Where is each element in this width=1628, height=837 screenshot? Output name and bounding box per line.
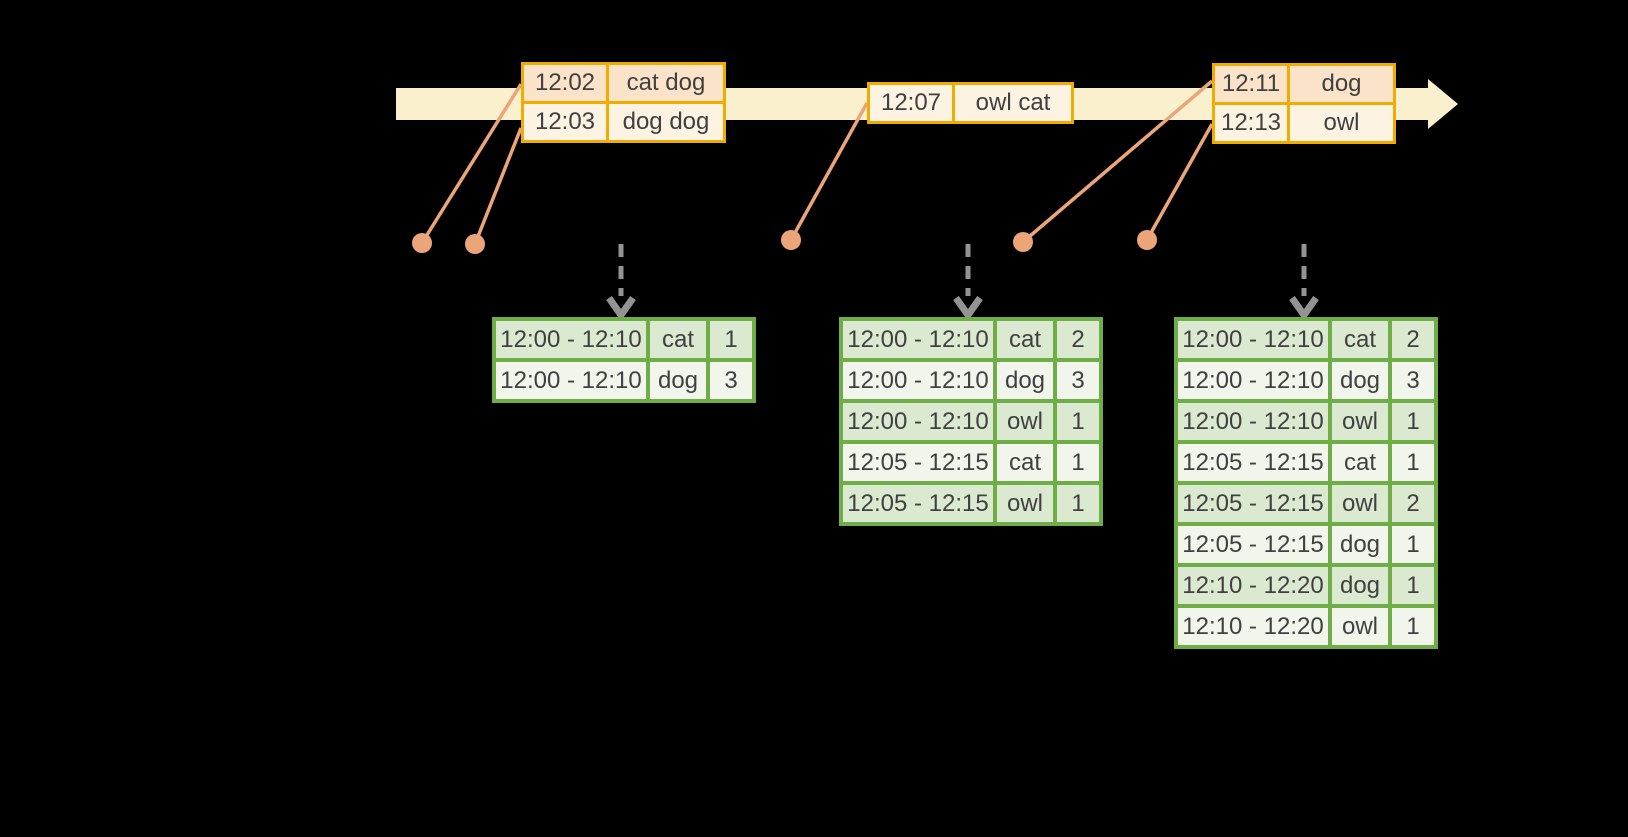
event-table-2: 12:07 owl cat [867, 82, 1074, 124]
count-cell: 1 [1388, 563, 1438, 608]
table-row: 12:13 owl [1212, 102, 1396, 144]
count-cell: 1 [1053, 481, 1103, 526]
window-cell: 12:05 - 12:15 [1174, 481, 1332, 526]
timeline-arrow-head-icon [1428, 79, 1458, 129]
word-cell: cat [646, 317, 710, 362]
count-cell: 1 [1388, 522, 1438, 567]
count-cell: 1 [1053, 440, 1103, 485]
window-cell: 12:05 - 12:15 [839, 481, 997, 526]
arrow-down-icon [953, 295, 983, 322]
table-row: 12:05 - 12:15 owl 1 [839, 481, 1103, 526]
word-cell: owl [1328, 604, 1392, 649]
window-cell: 12:00 - 12:10 [1174, 317, 1332, 362]
event-words-cell: dog [1287, 63, 1396, 105]
word-cell: owl [1328, 481, 1392, 526]
word-cell: dog [993, 358, 1057, 403]
count-cell: 3 [1053, 358, 1103, 403]
table-row: 12:10 - 12:20 dog 1 [1174, 563, 1438, 608]
event-dot [1013, 232, 1033, 252]
event-table-3: 12:11 dog 12:13 owl [1212, 63, 1396, 144]
window-cell: 12:00 - 12:10 [1174, 358, 1332, 403]
word-cell: cat [993, 440, 1057, 485]
word-cell: owl [1328, 399, 1392, 444]
table-row: 12:05 - 12:15 dog 1 [1174, 522, 1438, 567]
word-cell: dog [1328, 563, 1392, 608]
word-cell: owl [993, 481, 1057, 526]
table-row: 12:00 - 12:10 dog 3 [1174, 358, 1438, 403]
table-row: 12:05 - 12:15 owl 2 [1174, 481, 1438, 526]
event-connector-line [1021, 79, 1214, 244]
word-cell: dog [646, 358, 710, 403]
event-dot [465, 234, 485, 254]
table-row: 12:11 dog [1212, 63, 1396, 105]
event-connector-line [789, 102, 869, 241]
trigger-arrow [953, 244, 983, 322]
count-cell: 2 [1388, 317, 1438, 362]
event-time-cell: 12:07 [867, 82, 955, 124]
event-time-cell: 12:13 [1212, 102, 1290, 144]
table-row: 12:05 - 12:15 cat 1 [1174, 440, 1438, 485]
event-dot [1137, 230, 1157, 250]
trigger-arrow [1289, 244, 1319, 322]
window-cell: 12:00 - 12:10 [839, 358, 997, 403]
table-row: 12:10 - 12:20 owl 1 [1174, 604, 1438, 649]
window-cell: 12:00 - 12:10 [492, 317, 650, 362]
word-cell: owl [993, 399, 1057, 444]
table-row: 12:00 - 12:10 owl 1 [1174, 399, 1438, 444]
window-cell: 12:00 - 12:10 [839, 317, 997, 362]
table-row: 12:00 - 12:10 owl 1 [839, 399, 1103, 444]
count-cell: 1 [1388, 440, 1438, 485]
arrow-down-icon [606, 295, 636, 322]
event-dot [781, 230, 801, 250]
count-cell: 3 [1388, 358, 1438, 403]
event-words-cell: owl [1287, 102, 1396, 144]
word-cell: cat [1328, 440, 1392, 485]
result-table-1: 12:00 - 12:10 cat 1 12:00 - 12:10 dog 3 [492, 317, 756, 403]
word-cell: cat [993, 317, 1057, 362]
count-cell: 2 [1053, 317, 1103, 362]
window-cell: 12:10 - 12:20 [1174, 604, 1332, 649]
table-row: 12:07 owl cat [867, 82, 1074, 124]
count-cell: 1 [706, 317, 756, 362]
window-cell: 12:00 - 12:10 [1174, 399, 1332, 444]
table-row: 12:05 - 12:15 cat 1 [839, 440, 1103, 485]
event-dot [412, 233, 432, 253]
word-cell: dog [1328, 522, 1392, 567]
count-cell: 1 [1388, 604, 1438, 649]
event-connector-line [473, 127, 523, 245]
window-cell: 12:10 - 12:20 [1174, 563, 1332, 608]
event-words-cell: cat dog [606, 62, 726, 104]
event-time-cell: 12:11 [1212, 63, 1290, 105]
count-cell: 3 [706, 358, 756, 403]
count-cell: 2 [1388, 481, 1438, 526]
event-words-cell: dog dog [606, 101, 726, 143]
table-row: 12:00 - 12:10 cat 2 [1174, 317, 1438, 362]
window-cell: 12:00 - 12:10 [839, 399, 997, 444]
window-cell: 12:05 - 12:15 [1174, 522, 1332, 567]
table-row: 12:00 - 12:10 cat 2 [839, 317, 1103, 362]
table-row: 12:02 cat dog [521, 62, 726, 104]
event-table-1: 12:02 cat dog 12:03 dog dog [521, 62, 726, 143]
table-row: 12:00 - 12:10 dog 3 [839, 358, 1103, 403]
event-words-cell: owl cat [952, 82, 1074, 124]
word-cell: dog [1328, 358, 1392, 403]
table-row: 12:00 - 12:10 dog 3 [492, 358, 756, 403]
event-time-cell: 12:02 [521, 62, 609, 104]
result-table-2: 12:00 - 12:10 cat 2 12:00 - 12:10 dog 3 … [839, 317, 1103, 526]
window-cell: 12:00 - 12:10 [492, 358, 650, 403]
table-row: 12:00 - 12:10 cat 1 [492, 317, 756, 362]
event-connector-line [1145, 123, 1214, 241]
count-cell: 1 [1053, 399, 1103, 444]
event-connector-line [420, 83, 523, 244]
result-table-3: 12:00 - 12:10 cat 2 12:00 - 12:10 dog 3 … [1174, 317, 1438, 649]
table-row: 12:03 dog dog [521, 101, 726, 143]
window-cell: 12:05 - 12:15 [839, 440, 997, 485]
trigger-arrow [606, 244, 636, 322]
window-cell: 12:05 - 12:15 [1174, 440, 1332, 485]
event-time-cell: 12:03 [521, 101, 609, 143]
word-cell: cat [1328, 317, 1392, 362]
arrow-down-icon [1289, 295, 1319, 322]
count-cell: 1 [1388, 399, 1438, 444]
